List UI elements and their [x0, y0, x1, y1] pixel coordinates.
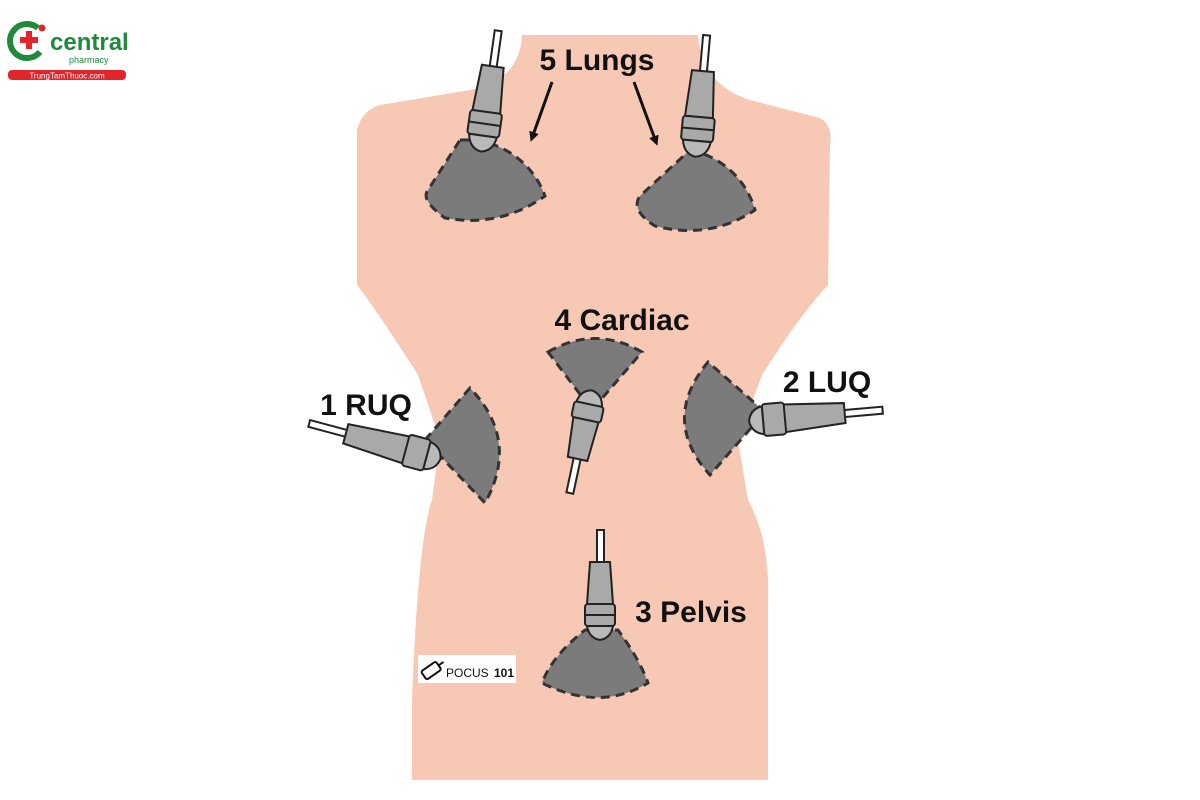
pocus-number: 101 [494, 666, 514, 680]
logo-tagline-bar [8, 70, 126, 80]
central-pharmacy-logo: central pharmacy TrungTamThuoc.com [7, 21, 129, 81]
cardiac-label: 4 Cardiac [554, 304, 689, 337]
pelvis-scan-fan [540, 628, 650, 699]
ruq-probe-group [307, 385, 501, 506]
lung-right-probe-group [635, 33, 757, 232]
lungs-arrow-right [632, 81, 659, 146]
lung-left-probe-group [424, 29, 547, 222]
pharmacy-cross-icon [7, 21, 47, 61]
ultrasound-probe-icon [565, 389, 605, 495]
ultrasound-probe-icon [466, 29, 505, 153]
lungs-label: 5 Lungs [539, 44, 654, 77]
ultrasound-probe-icon [584, 529, 616, 642]
cardiac-scan-fan [545, 337, 645, 413]
pelvis-probe-group [540, 529, 650, 699]
ruq-label: 1 RUQ [320, 389, 412, 422]
cardiac-probe-group [545, 337, 645, 495]
luq-scan-fan [683, 359, 768, 478]
ultrasound-probe-icon [748, 401, 884, 437]
pocus-watermark: POCUS 101 [418, 655, 516, 683]
logo-subname: pharmacy [69, 55, 109, 65]
ruq-scan-fan [422, 385, 501, 506]
logo-name: central [50, 29, 129, 56]
pelvis-label: 3 Pelvis [635, 596, 747, 629]
logo-tagline: TrungTamThuoc.com [29, 72, 105, 81]
pocus-text: POCUS [446, 666, 489, 680]
lung-right-scan-fan [635, 148, 757, 232]
lung-left-scan-fan [424, 138, 547, 222]
probe-logo-icon [420, 661, 445, 681]
luq-label: 2 LUQ [783, 366, 871, 399]
lungs-arrow-left [529, 81, 554, 142]
luq-probe-group [683, 359, 884, 478]
ultrasound-probe-icon [680, 33, 716, 158]
ultrasound-probe-icon [307, 418, 442, 472]
